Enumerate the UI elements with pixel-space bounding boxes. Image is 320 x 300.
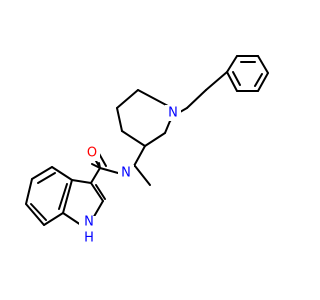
bond bbox=[71, 179, 92, 184]
bond bbox=[25, 178, 33, 205]
bond bbox=[186, 89, 207, 109]
bond bbox=[257, 72, 269, 92]
indole-h-label: H bbox=[84, 231, 94, 246]
bond bbox=[226, 71, 238, 92]
bond bbox=[51, 166, 73, 181]
oxygen-label: O bbox=[87, 146, 97, 161]
bond bbox=[137, 89, 169, 107]
label-amide-nitrogen: N bbox=[118, 165, 134, 181]
bond bbox=[99, 167, 119, 174]
molecule-canvas: O N N N H bbox=[25, 55, 269, 246]
amide-nitrogen-label: N bbox=[121, 166, 131, 181]
phenyl-ring bbox=[226, 55, 269, 92]
bond bbox=[164, 120, 171, 134]
bond bbox=[134, 165, 151, 186]
bond bbox=[25, 203, 45, 226]
bond bbox=[205, 71, 228, 91]
double-bond bbox=[37, 172, 56, 184]
bond bbox=[226, 55, 238, 73]
bond bbox=[62, 179, 73, 214]
piperidine-nitrogen-label: N bbox=[168, 106, 178, 121]
bond bbox=[90, 182, 104, 202]
bond bbox=[90, 167, 101, 184]
bond bbox=[257, 55, 269, 74]
bond bbox=[31, 166, 53, 180]
double-bond bbox=[95, 184, 106, 200]
indole-n-label: N bbox=[84, 215, 94, 230]
bond bbox=[116, 89, 139, 109]
indole-system bbox=[25, 166, 106, 226]
label-piperidine-nitrogen: N bbox=[165, 105, 181, 121]
bond bbox=[133, 145, 146, 167]
bond bbox=[179, 107, 188, 113]
ethyl-linker bbox=[186, 71, 228, 109]
double-bond bbox=[254, 73, 263, 87]
bond bbox=[121, 130, 146, 147]
double-bond bbox=[58, 183, 68, 210]
amide-region bbox=[90, 145, 151, 186]
double-bond bbox=[232, 71, 241, 86]
bond bbox=[116, 107, 123, 132]
bond bbox=[62, 212, 82, 226]
bond bbox=[43, 212, 64, 226]
label-amide-oxygen: O bbox=[84, 145, 100, 161]
double-bond bbox=[30, 203, 47, 221]
label-indole-nitrogen: N H bbox=[79, 215, 99, 246]
bond bbox=[144, 132, 166, 147]
molecule-structure: O N N N H bbox=[25, 55, 269, 246]
